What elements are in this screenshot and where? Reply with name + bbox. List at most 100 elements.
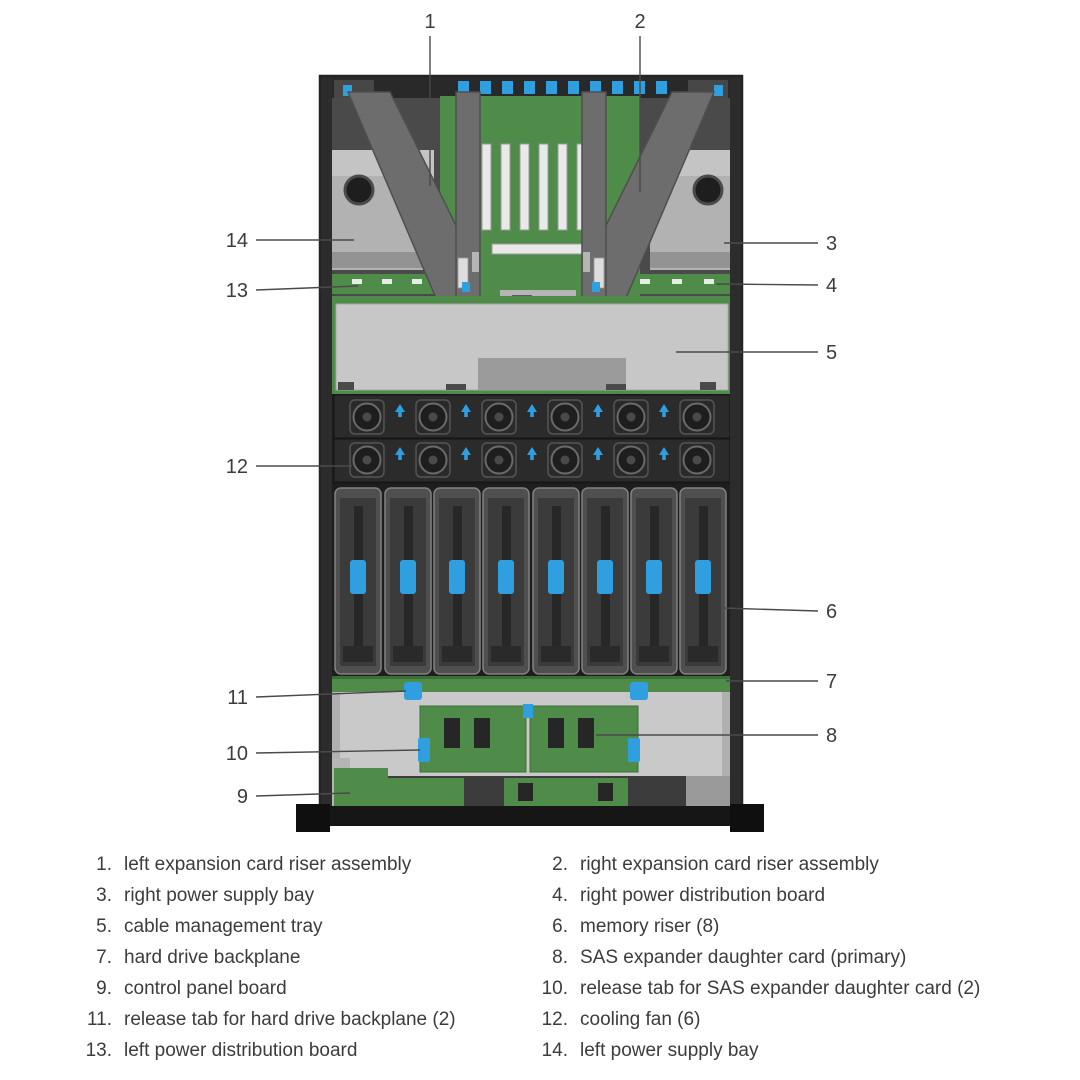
cooling-fan xyxy=(679,442,715,478)
cooling-fan xyxy=(547,399,583,435)
cooling-fan xyxy=(415,399,451,435)
callout-label-11: 11 xyxy=(227,687,248,709)
memory-riser xyxy=(581,487,629,675)
front-right-block xyxy=(686,776,730,808)
front-bezel-bar xyxy=(296,806,764,826)
legend-item-text: hard drive backplane xyxy=(124,947,301,968)
left-foot xyxy=(296,804,330,832)
legend-item-7: 7. hard drive backplane xyxy=(80,945,536,971)
riser-release-tab xyxy=(592,282,600,292)
left-chassis-wall xyxy=(320,76,332,808)
tray-recess xyxy=(478,358,626,390)
callout-label-13: 13 xyxy=(226,280,248,302)
legend-item-12: 12. cooling fan (6) xyxy=(536,1007,1080,1033)
right-corner-connector xyxy=(714,85,723,96)
callout-label-10: 10 xyxy=(226,743,248,765)
callout-label-14: 14 xyxy=(226,230,248,252)
backplane-release-tab xyxy=(630,682,648,700)
callout-label-1: 1 xyxy=(424,11,435,33)
legend-item-text: right power distribution board xyxy=(580,885,826,906)
server-internal-top-view-figure: 1 2 3 4 5 6 7 8 9 10 11 12 13 14 xyxy=(226,11,837,832)
memory-riser xyxy=(334,487,382,675)
legend: 1. left expansion card riser assembly 2.… xyxy=(0,840,1080,1064)
legend-item-number: 2. xyxy=(552,854,568,875)
memory-riser xyxy=(630,487,678,675)
memory-riser xyxy=(433,487,481,675)
legend-item-number: 9. xyxy=(96,978,112,999)
legend-item-text: right power supply bay xyxy=(124,885,315,906)
legend-item-text: left power supply bay xyxy=(580,1040,759,1061)
cooling-fan xyxy=(613,399,649,435)
rear-io-connector-row xyxy=(458,81,667,94)
callout-label-8: 8 xyxy=(826,725,837,747)
legend-item-number: 8. xyxy=(552,947,568,968)
backplane-release-tab xyxy=(404,682,422,700)
legend-item-11: 11. release tab for hard drive backplane… xyxy=(80,1007,536,1033)
callout-line-6 xyxy=(721,607,819,612)
legend-item-5: 5. cable management tray xyxy=(80,914,536,940)
legend-item-4: 4. right power distribution board xyxy=(536,883,1080,909)
hard-drive-backplane xyxy=(324,676,738,692)
legend-item-13: 13. left power distribution board xyxy=(80,1038,536,1064)
legend-item-number: 7. xyxy=(96,947,112,968)
legend-item-text: SAS expander daughter card (primary) xyxy=(580,947,907,968)
callout-label-5: 5 xyxy=(826,342,837,364)
psu-thumbscrew xyxy=(692,174,724,206)
cooling-fan-bank xyxy=(332,394,731,484)
callout-label-3: 3 xyxy=(826,233,837,255)
legend-item-number: 14. xyxy=(541,1040,568,1061)
right-expansion-riser-assembly xyxy=(581,91,716,299)
callout-line-11 xyxy=(255,690,407,698)
legend-item-number: 4. xyxy=(552,885,568,906)
cooling-fan xyxy=(481,399,517,435)
legend-item-number: 13. xyxy=(85,1040,112,1061)
memory-riser-bank xyxy=(332,484,730,678)
sas-card-release-tab xyxy=(418,738,430,762)
legend-item-number: 11. xyxy=(86,1009,112,1030)
callout-numbers: 1 2 3 4 5 6 7 8 9 10 11 12 13 14 xyxy=(226,11,837,808)
cooling-fan xyxy=(679,399,715,435)
front-center-board xyxy=(504,778,628,806)
legend-item-text: release tab for hard drive backplane (2) xyxy=(124,1009,456,1030)
legend-item-number: 12. xyxy=(541,1009,568,1030)
legend-item-text: right expansion card riser assembly xyxy=(580,854,879,875)
legend-item-text: cable management tray xyxy=(124,916,323,937)
memory-riser xyxy=(532,487,580,675)
legend-item-number: 3. xyxy=(96,885,112,906)
left-power-distribution-board xyxy=(332,274,458,294)
left-corner-connector xyxy=(343,85,352,96)
left-expansion-riser-assembly xyxy=(346,91,481,299)
legend-item-number: 6. xyxy=(552,916,568,937)
callout-label-12: 12 xyxy=(226,456,248,478)
legend-item-1: 1. left expansion card riser assembly xyxy=(80,852,536,878)
memory-riser xyxy=(679,487,727,675)
callout-line-4 xyxy=(715,283,819,286)
callout-line-9 xyxy=(255,792,351,797)
cooling-fan xyxy=(481,442,517,478)
memory-riser xyxy=(482,487,530,675)
legend-item-10: 10. release tab for SAS expander daughte… xyxy=(536,976,1080,1002)
callout-line-10 xyxy=(255,749,421,754)
legend-item-14: 14. left power supply bay xyxy=(536,1038,1080,1064)
legend-item-2: 2. right expansion card riser assembly xyxy=(536,852,1080,878)
cooling-fan xyxy=(349,442,385,478)
server-diagram-canvas: 1 2 3 4 5 6 7 8 9 10 11 12 13 14 xyxy=(226,11,837,832)
fan-row-2 xyxy=(333,438,731,483)
legend-item-number: 5. xyxy=(96,916,112,937)
cooling-fan xyxy=(349,399,385,435)
cooling-fan xyxy=(613,442,649,478)
memory-riser xyxy=(384,487,432,675)
cooling-fan xyxy=(547,442,583,478)
legend-item-3: 3. right power supply bay xyxy=(80,883,536,909)
callout-label-2: 2 xyxy=(634,11,645,33)
legend-item-9: 9. control panel board xyxy=(80,976,536,1002)
legend-item-number: 1. xyxy=(96,854,112,875)
callout-lines xyxy=(255,36,819,797)
cable-management-tray-zone xyxy=(332,296,730,396)
right-chassis-wall xyxy=(730,76,742,808)
psu-thumbscrew xyxy=(343,174,375,206)
callout-label-4: 4 xyxy=(826,275,837,297)
right-foot xyxy=(730,804,764,832)
fan-row-1 xyxy=(333,394,731,439)
